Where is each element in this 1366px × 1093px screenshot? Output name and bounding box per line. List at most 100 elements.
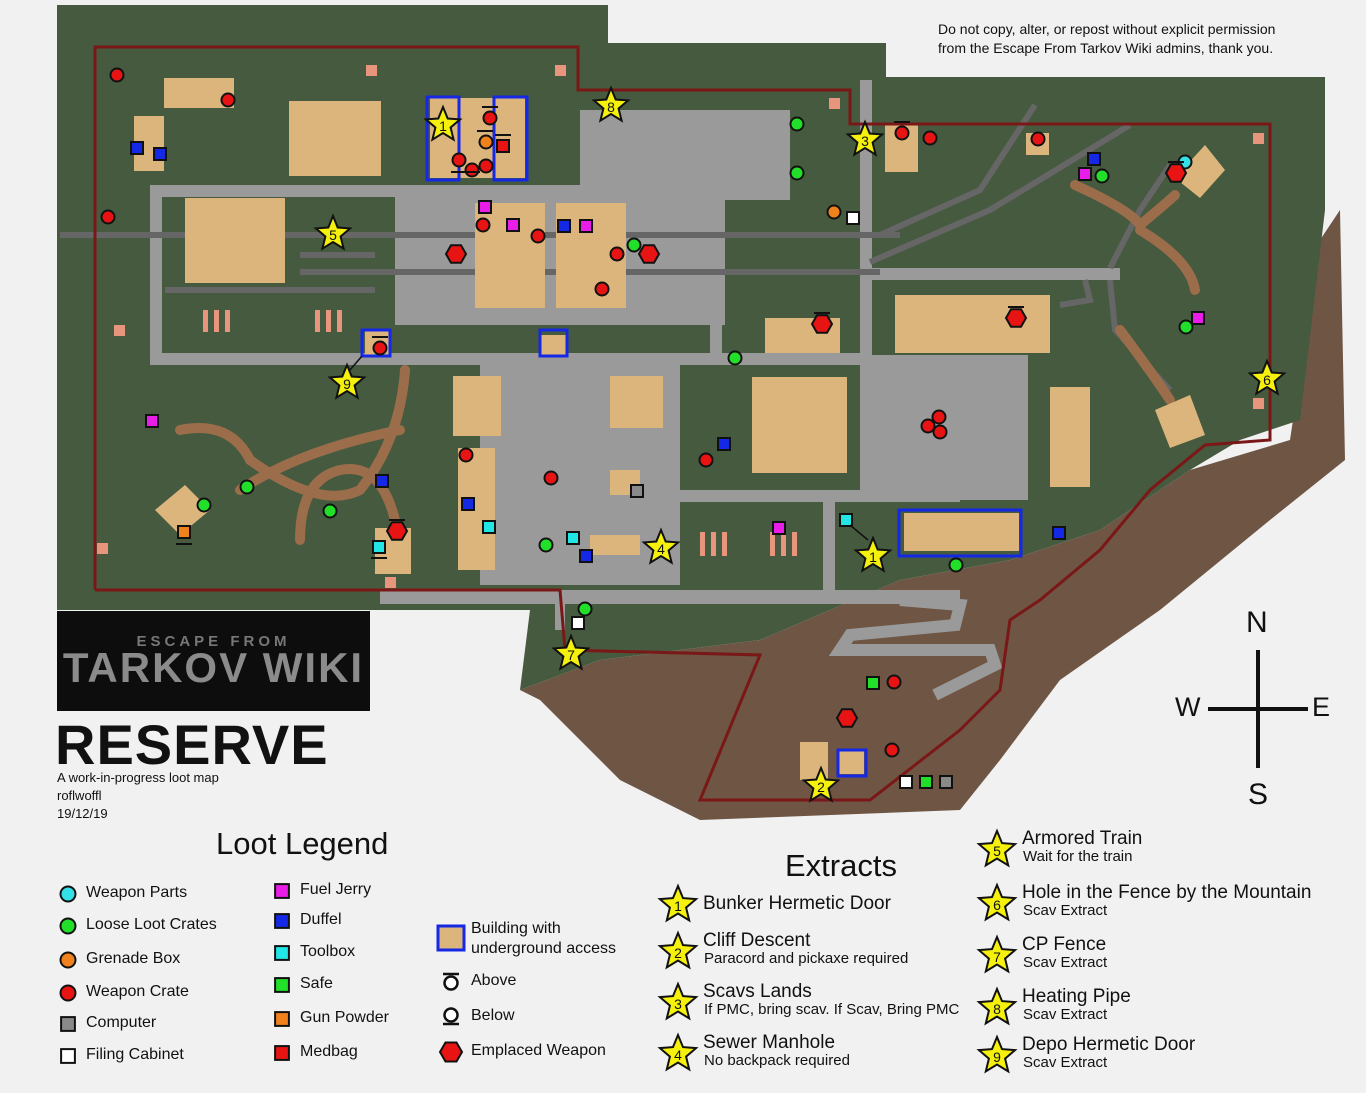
- wiki-logo: ESCAPE FROM TARKOV WIKI: [57, 611, 370, 711]
- computer-marker: [939, 775, 953, 789]
- compass-s: S: [1248, 778, 1269, 811]
- fuel-jerry-marker: [506, 218, 520, 232]
- extract-legend-star: [657, 1032, 699, 1072]
- legend-label: Toolbox: [300, 943, 356, 960]
- extract-name: Armored Train: [1022, 828, 1143, 849]
- extract-name: Scavs Lands: [703, 981, 812, 1002]
- roads: [150, 80, 1120, 630]
- legend-label: Computer: [86, 1014, 157, 1031]
- duffel-marker: [557, 219, 571, 233]
- weapon-crate-marker: [932, 424, 948, 440]
- extract-note: Scav Extract: [1023, 1006, 1108, 1023]
- extract-star-number: 1: [439, 118, 447, 134]
- legend-building-icon: [436, 924, 466, 952]
- extract-name: Sewer Manhole: [703, 1032, 836, 1053]
- weapon-crate-marker: [920, 418, 936, 434]
- extract-star: [641, 527, 681, 565]
- fuel-jerry-marker: [772, 521, 786, 535]
- legend-label: Below: [471, 1007, 515, 1024]
- extract-name: Cliff Descent: [703, 930, 811, 951]
- weapon-crate-marker: [100, 209, 116, 225]
- extract-star-number: 2: [817, 779, 825, 795]
- compass-w: W: [1175, 692, 1201, 722]
- extract-note: Scav Extract: [1023, 902, 1108, 919]
- extract-note: Paracord and pickaxe required: [704, 950, 909, 967]
- duffel-marker: [153, 147, 167, 161]
- fuel-jerry-marker: [145, 414, 159, 428]
- extract-name: Heating Pipe: [1022, 986, 1131, 1007]
- weapon-crate-marker: [220, 92, 236, 108]
- weapon-crate-marker: [458, 447, 474, 463]
- legend-label: Grenade Box: [86, 950, 181, 967]
- extract-legend-number: 5: [993, 843, 1001, 859]
- weapon-crate-marker: [372, 340, 388, 356]
- legend-label: Gun Powder: [300, 1009, 389, 1026]
- map-subtitle: A work-in-progress loot map: [57, 770, 219, 785]
- emplaced-weapon-marker: [1004, 308, 1028, 328]
- legend-label: Weapon Crate: [86, 983, 189, 1000]
- extract-legend-number: 1: [674, 898, 682, 914]
- weapon-crate-marker: [464, 162, 480, 178]
- extract-star-number: 8: [607, 99, 615, 115]
- loose-loot-marker: [727, 350, 743, 366]
- computer-marker: [630, 484, 644, 498]
- safe-marker: [866, 676, 880, 690]
- extract-legend-number: 9: [993, 1049, 1001, 1065]
- loose-loot-marker: [626, 237, 642, 253]
- loose-loot-marker: [577, 601, 593, 617]
- weapon-crate-marker: [482, 110, 498, 126]
- extract-legend-star: [976, 934, 1018, 974]
- duffel-marker: [375, 474, 389, 488]
- weapon-crate-marker: [530, 228, 546, 244]
- legend-label: Duffel: [300, 911, 342, 928]
- extract-star-number: 1: [869, 549, 877, 565]
- toolbox-marker: [839, 513, 853, 527]
- map-boundary: [93, 45, 1272, 802]
- extract-note: No backpack required: [704, 1052, 850, 1069]
- extract-star: [551, 633, 591, 671]
- duffel-marker: [717, 437, 731, 451]
- legend-label: Medbag: [300, 1043, 358, 1060]
- duffel-marker: [130, 141, 144, 155]
- map-title: RESERVE: [55, 713, 329, 776]
- weapon-crate-marker: [1030, 131, 1046, 147]
- legend-grenade-box-marker: [59, 951, 77, 969]
- loose-loot-marker: [196, 497, 212, 513]
- legend-label: Weapon Parts: [86, 884, 188, 901]
- dirt-area: [520, 210, 1345, 820]
- map-date: 19/12/19: [57, 806, 108, 821]
- extract-legend-number: 8: [993, 1001, 1001, 1017]
- medbag-marker: [496, 139, 510, 153]
- legend-loose-loot-marker: [59, 917, 77, 935]
- fuel-jerry-marker: [1078, 167, 1092, 181]
- legend-label: Building with: [471, 920, 561, 937]
- extract-legend-star: [976, 986, 1018, 1026]
- cliff-road: [828, 594, 1003, 701]
- emplaced-weapon-marker: [444, 244, 468, 264]
- gun-powder-marker: [177, 525, 191, 539]
- filing-cabinet-marker: [899, 775, 913, 789]
- loose-loot-marker: [789, 165, 805, 181]
- extract-star: [1247, 358, 1287, 396]
- grenade-box-marker: [826, 204, 842, 220]
- weapon-crate-marker: [594, 281, 610, 297]
- legend-toolbox-marker: [274, 945, 290, 961]
- extract-legend-star: [657, 883, 699, 923]
- weapon-crate-marker: [109, 67, 125, 83]
- extract-star-number: 3: [861, 133, 869, 149]
- legend-below-icon: [443, 1007, 459, 1023]
- loot-markers: [100, 67, 1205, 789]
- fuel-jerry-marker: [579, 219, 593, 233]
- weapon-crate-marker: [698, 452, 714, 468]
- copyright-notice: Do not copy, alter, or repost without ex…: [938, 21, 1276, 56]
- toolbox-marker: [482, 520, 496, 534]
- weapon-crate-marker: [478, 158, 494, 174]
- underground-access-outlines: [360, 95, 1023, 778]
- extract-legend-star: [976, 1034, 1018, 1074]
- extract-note: Scav Extract: [1023, 1054, 1108, 1071]
- grenade-box-marker: [478, 134, 494, 150]
- extract-name: Depo Hermetic Door: [1022, 1034, 1196, 1055]
- map-author: roflwoffl: [57, 788, 102, 803]
- legend-label: Loose Loot Crates: [86, 916, 217, 933]
